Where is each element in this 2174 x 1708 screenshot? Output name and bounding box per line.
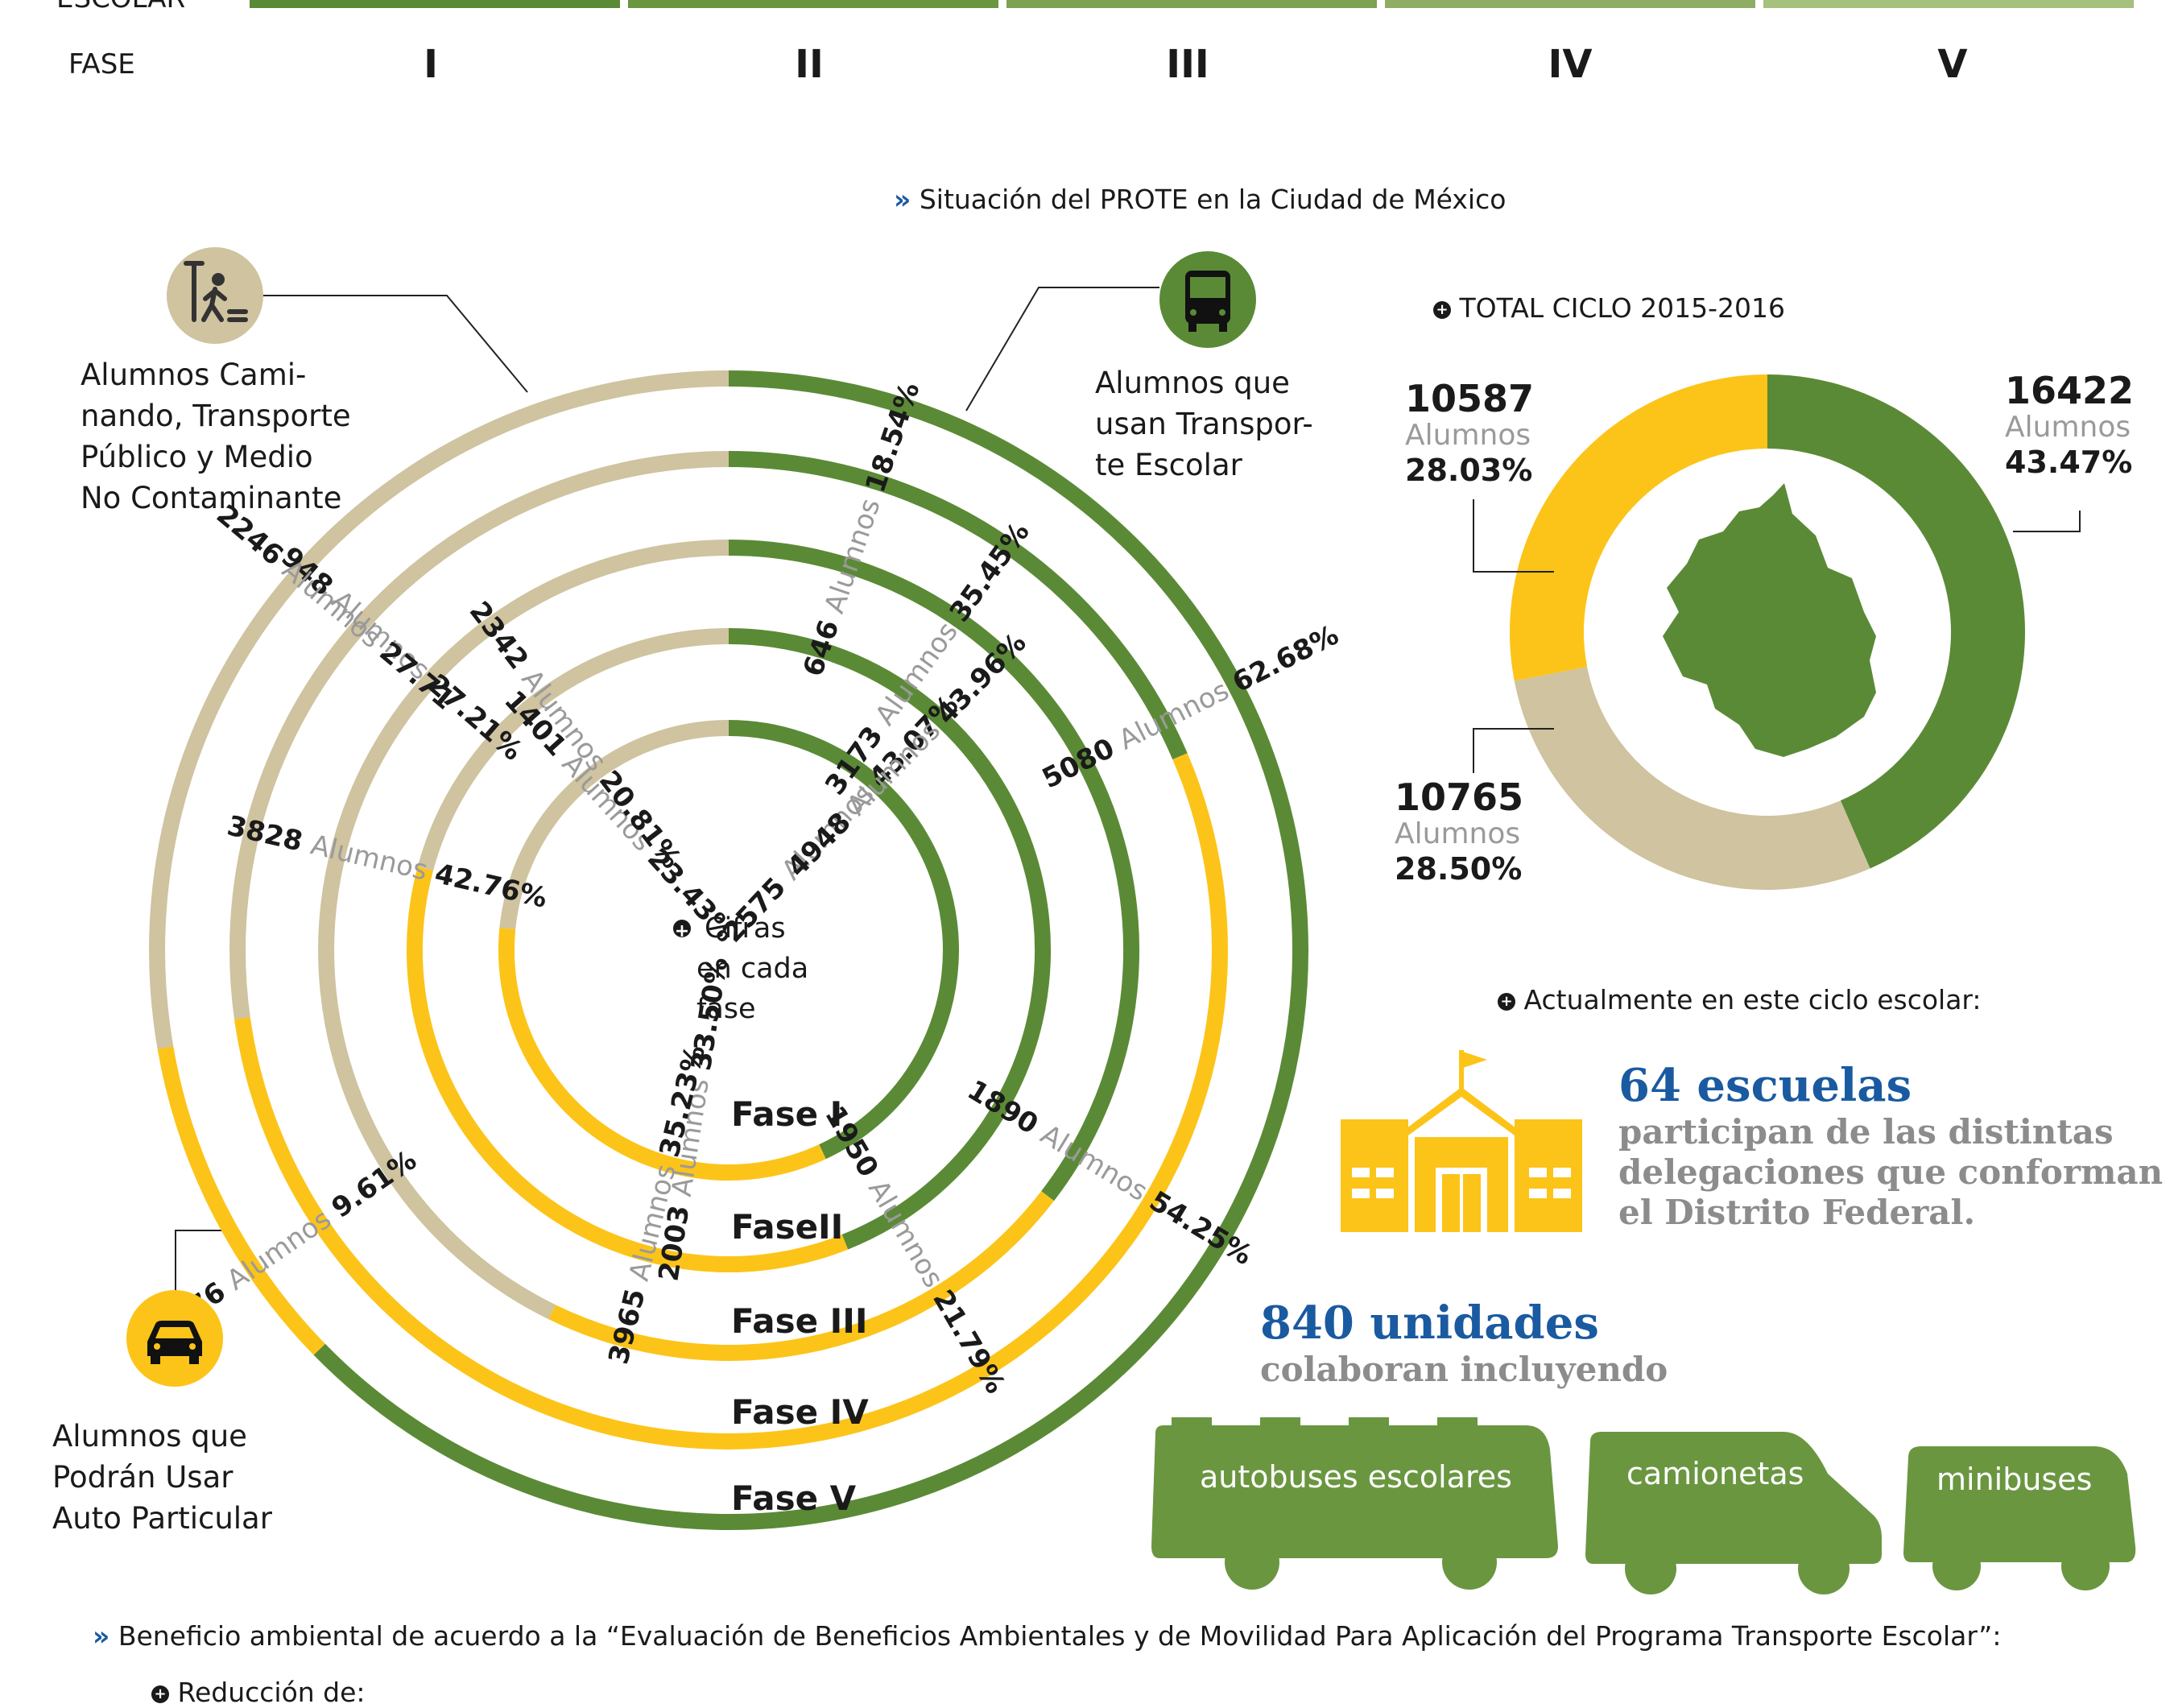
phase-name-4: Fase IV xyxy=(731,1392,869,1432)
ring-3-yellow-segment xyxy=(548,1191,1055,1361)
donut-slices xyxy=(1510,374,2025,890)
center-line-2: en cada xyxy=(696,953,808,985)
total-donut xyxy=(1510,374,2025,890)
main-heading: » Situación del PROTE en la Ciudad de Mé… xyxy=(894,184,1506,215)
vehicle-label-minibus: minibuses xyxy=(1936,1462,2093,1497)
ring-5-yellow-segment xyxy=(157,1046,325,1355)
ring-4-green-label: 646 Alumnos 18.54% xyxy=(797,378,927,680)
walk-leader xyxy=(262,295,528,393)
fase-label: FASE xyxy=(68,48,135,81)
bus-icon xyxy=(1159,251,1256,348)
phase-name-5: Fase V xyxy=(731,1478,857,1518)
ring-3-beige-segment xyxy=(318,540,729,1320)
phase-name-1: Fase I xyxy=(731,1094,842,1134)
plus-icon xyxy=(673,920,691,937)
phase-name-2: FaseII xyxy=(731,1207,843,1247)
school-bus-icon xyxy=(1151,1417,1558,1590)
donut-slice-yellow xyxy=(1510,374,1767,681)
reduccion-line: + Reducción de: xyxy=(151,1677,366,1708)
school-icon xyxy=(1341,1050,1582,1232)
ring-3-green-segment xyxy=(728,540,1140,1201)
phase-4: IV xyxy=(1548,42,1593,87)
ring-1-green-segment xyxy=(728,720,959,1160)
center-line-3: fase xyxy=(696,993,756,1025)
phase-bar-3 xyxy=(1006,0,1377,8)
phase-3: III xyxy=(1166,42,1209,87)
car-icon xyxy=(126,1290,223,1387)
donut-slice-green xyxy=(1767,374,2025,869)
car-leader xyxy=(175,1230,232,1292)
ring-2-green-segment xyxy=(728,628,1051,1250)
pedestrian-icon xyxy=(167,247,263,344)
ring-5-beige-segment xyxy=(149,370,729,1049)
schools-block: 64 escuelas participan de las distintas … xyxy=(1618,1059,2164,1232)
car-label: Alumnos que Podrán Usar Auto Particular xyxy=(52,1419,272,1536)
escolar-label: ESCOLAR xyxy=(56,0,185,14)
phase-bar-2 xyxy=(628,0,998,8)
ring-5-green-segment xyxy=(313,370,1308,1530)
phase-2: II xyxy=(795,42,824,87)
plus-icon: + xyxy=(1433,300,1451,319)
center-line-1: Cifras xyxy=(705,912,786,945)
leader-lines xyxy=(175,287,1159,1292)
donut-slice-beige xyxy=(1514,667,1870,890)
ring-2-beige-segment xyxy=(417,628,729,871)
chevron: » xyxy=(93,1620,110,1652)
phase-1: I xyxy=(424,42,438,87)
center-text: + Cifras en cada fase xyxy=(673,912,808,1025)
ring-3-beige-label: 3828 Alumnos 42.76% xyxy=(224,809,550,914)
unidades-title: 840 unidades xyxy=(1260,1297,1599,1350)
total-green-label: 16422 Alumnos 43.47% xyxy=(2005,369,2135,480)
schools-title: 64 escuelas xyxy=(1618,1059,1912,1112)
total-leaders xyxy=(1473,499,2081,773)
bus-leader xyxy=(965,287,1159,411)
rings-group xyxy=(149,370,1308,1530)
phase-names: Fase I FaseII Fase III Fase IV Fase V xyxy=(731,1094,869,1518)
rings-chart: 2575 Alumnos 43.07%2003 Alumnos 33.50%14… xyxy=(149,287,1344,1530)
bus-label: Alumnos que usan Transpor- te Escolar xyxy=(1095,366,1313,482)
ring-4-yellow-segment xyxy=(234,753,1229,1450)
ciclo-heading: + Actualmente en este ciclo escolar: xyxy=(1498,984,1982,1015)
footer-heading: » Beneficio ambiental de acuerdo a la “E… xyxy=(93,1620,2002,1652)
plus-icon: + xyxy=(151,1685,169,1703)
vehicle-label-bus: autobuses escolares xyxy=(1200,1459,1512,1495)
ring-2-yellow-segment xyxy=(406,866,849,1273)
walk-label: Alumnos Cami- nando, Transporte Público … xyxy=(81,358,351,515)
phase-bar-5 xyxy=(1763,0,2134,8)
ring-1-beige-segment xyxy=(499,720,729,929)
ring-4-beige-segment xyxy=(229,451,729,1019)
svg-text:+: + xyxy=(675,921,689,941)
minibus-icon xyxy=(1903,1446,2136,1590)
phase-bar-4 xyxy=(1385,0,1755,8)
ring-1-yellow-segment xyxy=(498,927,826,1181)
phase-name-3: Fase III xyxy=(731,1301,868,1341)
vehicle-label-van: camionetas xyxy=(1626,1456,1804,1491)
plus-icon: + xyxy=(1498,992,1515,1011)
phase-bar-1 xyxy=(250,0,620,8)
total-yellow-label: 10587 Alumnos 28.03% xyxy=(1405,377,1535,488)
main-heading-text: Situación del PROTE en la Ciudad de Méxi… xyxy=(919,184,1507,215)
total-beige-label: 10765 Alumnos 28.50% xyxy=(1395,775,1524,887)
unidades-block: 840 unidades colaboran incluyendo xyxy=(1260,1297,1668,1390)
chevron: » xyxy=(894,184,911,215)
phase-5: V xyxy=(1937,42,1968,87)
total-title: TOTAL CICLO 2015-2016 xyxy=(1459,292,1786,324)
van-icon xyxy=(1585,1432,1882,1594)
ring-4-green-segment xyxy=(728,451,1188,760)
total-heading: + TOTAL CICLO 2015-2016 xyxy=(1433,292,1785,324)
unidades-subtitle: colaboran incluyendo xyxy=(1260,1350,1668,1389)
cdmx-map xyxy=(1663,483,1876,757)
